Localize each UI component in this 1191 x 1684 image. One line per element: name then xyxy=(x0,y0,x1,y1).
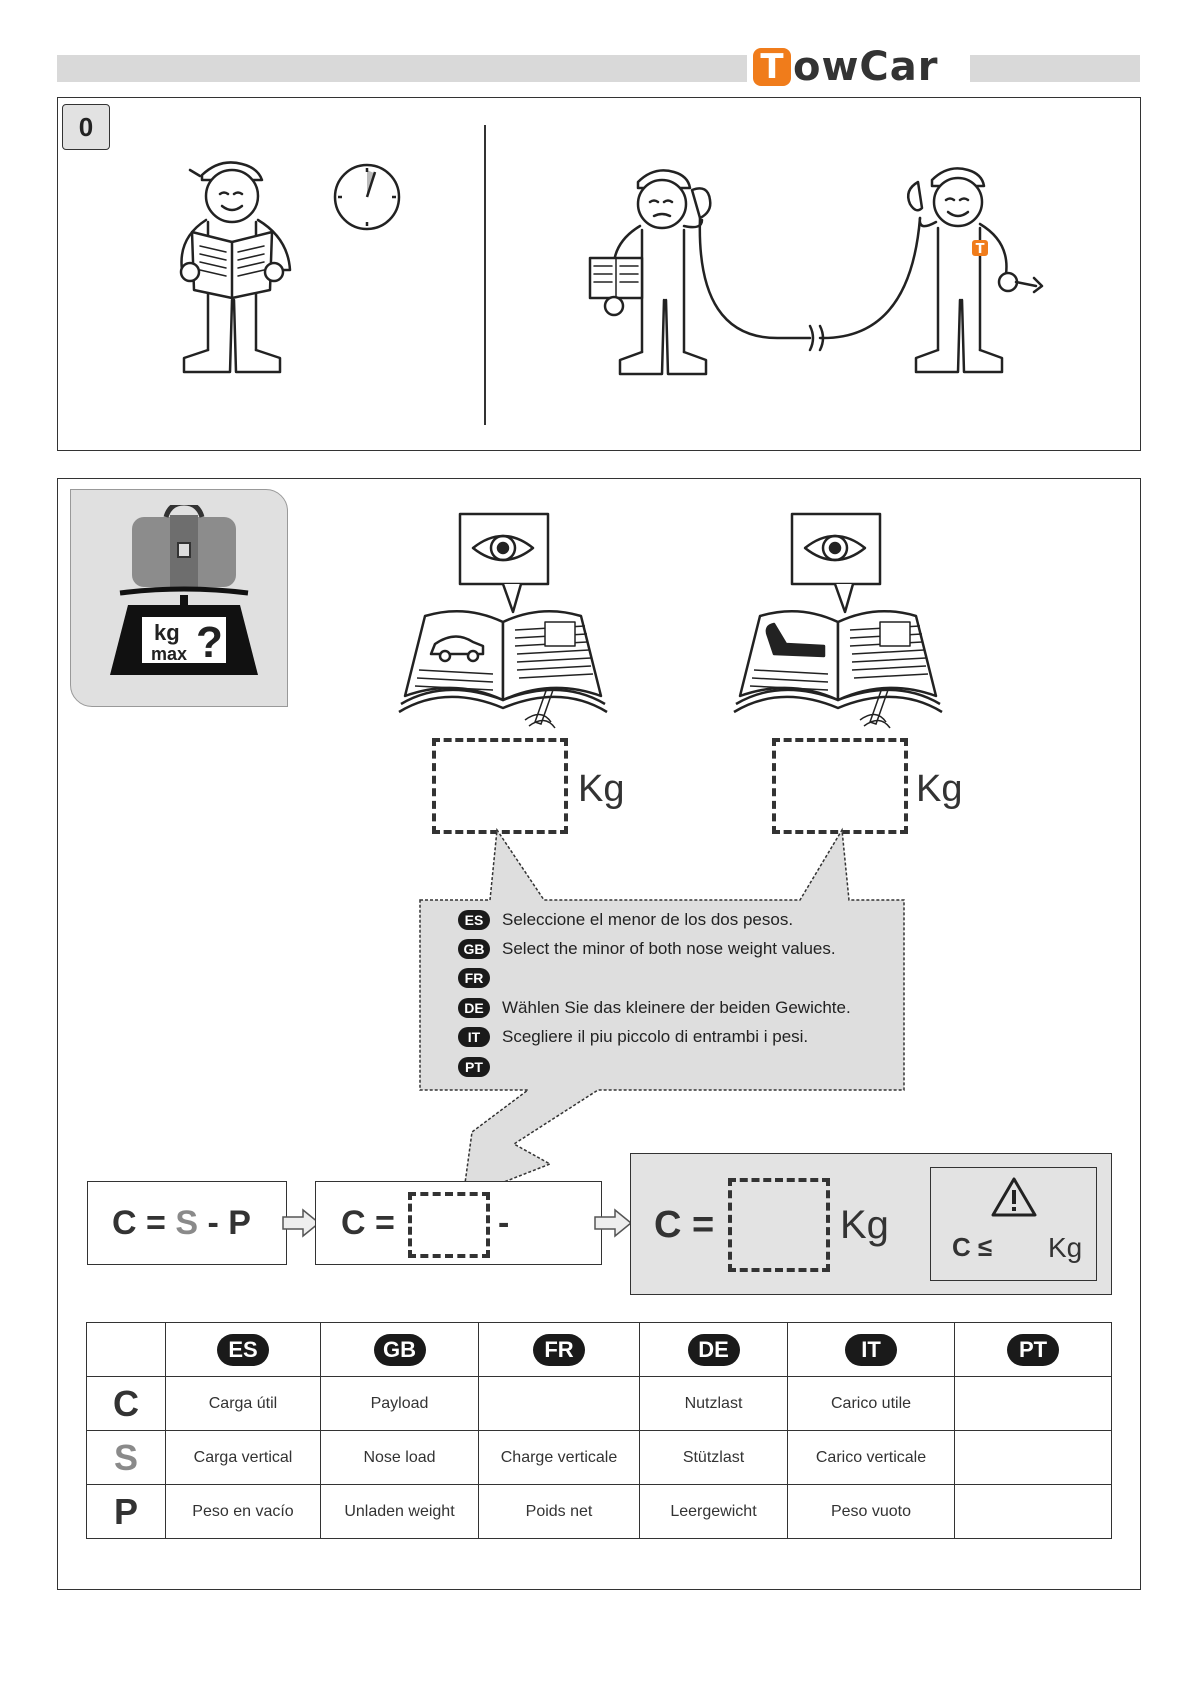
scale-display-unit: kg xyxy=(154,620,180,645)
glossary-cell: Carico verticale xyxy=(787,1430,955,1485)
result-lhs: C = xyxy=(654,1204,714,1247)
glossary-cell xyxy=(954,1376,1112,1431)
lang-badge-fr: FR xyxy=(458,968,490,988)
result-c: C xyxy=(654,1204,682,1246)
arrow-right-icon xyxy=(282,1208,321,1238)
instruction-text-gb: Select the minor of both nose weight val… xyxy=(502,939,836,958)
vehicle-nose-weight-unit: Kg xyxy=(578,768,625,810)
lang-badge-gb: GB xyxy=(458,939,490,959)
instruction-row-es: ES Seleccione el menor de los dos pesos. xyxy=(458,908,793,932)
glossary-corner-cell xyxy=(86,1322,166,1377)
panel-divider xyxy=(484,125,486,425)
glossary-cell: Nutzlast xyxy=(639,1376,788,1431)
glossary-row-key: C xyxy=(86,1376,166,1431)
lang-badge-es: ES xyxy=(458,910,490,930)
glossary-header-cell: ES xyxy=(165,1322,321,1377)
result-eq: = xyxy=(692,1204,715,1246)
formula-definition: C = S - P xyxy=(112,1204,251,1243)
payload-warning-box xyxy=(930,1167,1097,1281)
formula-definition-box xyxy=(87,1181,287,1265)
lang-badge-fr: FR xyxy=(533,1333,585,1366)
glossary-cell xyxy=(478,1376,640,1431)
towbar-nose-weight-unit: Kg xyxy=(916,768,963,810)
lang-badge-it: IT xyxy=(458,1027,490,1047)
instruction-row-fr: FR xyxy=(458,966,502,990)
brand-logo: T owCar xyxy=(753,44,958,90)
glossary-cell: Stützlast xyxy=(639,1430,788,1485)
glossary-table: ES GB FR DE IT PT C Carga útil Payload N… xyxy=(86,1322,1112,1539)
scale-display-max: max xyxy=(151,644,188,664)
brand-logo-initial: T xyxy=(753,48,791,86)
glossary-row-key: P xyxy=(86,1484,166,1539)
glossary-cell: Nose load xyxy=(320,1430,479,1485)
glossary-header-cell: IT xyxy=(787,1322,955,1377)
towbar-nose-weight-box[interactable] xyxy=(772,738,908,834)
glossary-cell: Charge verticale xyxy=(478,1430,640,1485)
lang-badge-it: IT xyxy=(845,1333,897,1366)
formula-minus: - xyxy=(207,1204,219,1242)
instruction-row-it: IT Scegliere il piu piccolo di entrambi … xyxy=(458,1025,808,1049)
formula-entry-lhs: C = xyxy=(341,1204,395,1243)
payload-result-box[interactable] xyxy=(728,1178,830,1272)
glossary-cell: Unladen weight xyxy=(320,1484,479,1539)
formula-p: P xyxy=(228,1204,251,1242)
glossary-header-cell: DE xyxy=(639,1322,788,1377)
formula-entry-c: C xyxy=(341,1204,366,1242)
glossary-cell: Peso vuoto xyxy=(787,1484,955,1539)
lang-badge-de: DE xyxy=(458,998,490,1018)
payload-result-unit: Kg xyxy=(840,1203,889,1247)
header-bar-right xyxy=(970,55,1140,82)
lang-badge-gb: GB xyxy=(373,1333,426,1366)
instruction-text-it: Scegliere il piu piccolo di entrambi i p… xyxy=(502,1027,809,1046)
glossary-header-cell: PT xyxy=(954,1322,1112,1377)
instruction-row-gb: GB Select the minor of both nose weight … xyxy=(458,937,836,961)
mechanic-reading-illustration xyxy=(179,161,401,374)
glossary-header-cell: FR xyxy=(478,1322,640,1377)
glossary-header-cell: GB xyxy=(320,1322,479,1377)
glossary-row-c: C Carga útil Payload Nutzlast Carico uti… xyxy=(86,1376,1112,1431)
vehicle-manual-illustration xyxy=(398,512,608,729)
brand-logo-text: owCar xyxy=(793,44,939,90)
lang-badge-es: ES xyxy=(217,1333,269,1366)
glossary-cell: Carga vertical xyxy=(165,1430,321,1485)
arrow-right-icon xyxy=(594,1208,633,1238)
formula-entry-minus: - xyxy=(498,1204,510,1242)
header-bar-left xyxy=(57,55,747,82)
towbar-manual-illustration xyxy=(733,512,943,729)
glossary-row-s: S Carga vertical Nose load Charge vertic… xyxy=(86,1430,1112,1485)
glossary-cell xyxy=(954,1430,1112,1485)
luggage-scale-icon xyxy=(110,505,258,675)
instruction-row-de: DE Wählen Sie das kleinere der beiden Ge… xyxy=(458,996,851,1020)
glossary-row-p: P Peso en vacío Unladen weight Poids net… xyxy=(86,1484,1112,1539)
warning-condition: C ≤ xyxy=(952,1232,993,1262)
warning-unit: Kg xyxy=(1048,1232,1083,1263)
step-number-badge: 0 xyxy=(62,104,110,150)
vehicle-nose-weight-box[interactable] xyxy=(432,738,568,834)
glossary-cell: Leergewicht xyxy=(639,1484,788,1539)
formula-entry-eq: = xyxy=(375,1204,395,1242)
selected-nose-weight-box[interactable] xyxy=(408,1192,490,1258)
lang-badge-de: DE xyxy=(687,1333,740,1366)
formula-s: S xyxy=(175,1204,199,1242)
lang-badge-pt: PT xyxy=(1007,1333,1059,1366)
lang-badge-pt: PT xyxy=(458,1057,490,1077)
glossary-header-row: ES GB FR DE IT PT xyxy=(86,1322,1112,1377)
glossary-cell: Payload xyxy=(320,1376,479,1431)
glossary-cell: Poids net xyxy=(478,1484,640,1539)
instruction-row-pt: PT xyxy=(458,1055,502,1079)
instruction-text-es: Seleccione el menor de los dos pesos. xyxy=(502,910,794,929)
glossary-cell xyxy=(954,1484,1112,1539)
instruction-text-de: Wählen Sie das kleinere der beiden Gewic… xyxy=(502,998,851,1017)
scale-display-question: ? xyxy=(196,618,223,667)
glossary-cell: Carico utile xyxy=(787,1376,955,1431)
formula-eq: = xyxy=(146,1204,166,1242)
warning-triangle-icon xyxy=(991,1177,1037,1217)
glossary-cell: Carga útil xyxy=(165,1376,321,1431)
glossary-row-key: S xyxy=(86,1430,166,1485)
svg-text:T: T xyxy=(976,242,985,257)
formula-c: C xyxy=(112,1204,137,1242)
mechanics-phone-call-illustration: T xyxy=(588,167,1044,376)
glossary-cell: Peso en vacío xyxy=(165,1484,321,1539)
